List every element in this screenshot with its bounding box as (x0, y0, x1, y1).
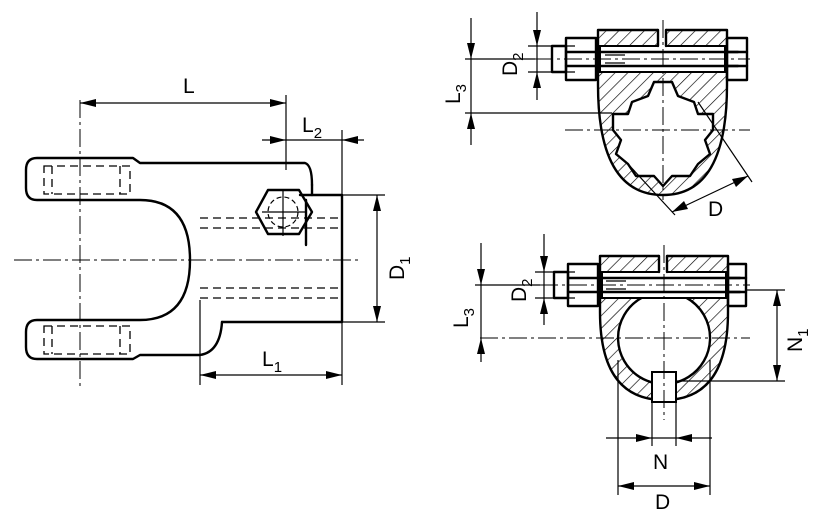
dim-L2-arrow-b (342, 136, 358, 144)
upper-ear-bore (43, 165, 131, 195)
label-N1: N1 (784, 328, 812, 352)
label-L2: L2 (302, 114, 322, 142)
label-L1: L1 (262, 348, 282, 376)
lower-ear-bore (43, 325, 131, 355)
dim-N1-arrow-bottom (773, 365, 781, 381)
dim-D2-bottom-arrow-1 (540, 256, 548, 272)
yoke-side-view: L L2 D1 L1 (14, 75, 414, 388)
round-bore-section: D2 L3 N1 N D (450, 234, 812, 514)
dim-L2-arrow-a (270, 136, 286, 144)
dim-L1-arrow-right (326, 371, 342, 379)
label-L: L (183, 75, 195, 98)
label-D-bottom: D (655, 491, 670, 514)
dim-D-top-arrow-1 (672, 201, 688, 212)
dim-D1-arrow-bottom (373, 306, 381, 322)
round-clamp-slot (659, 254, 667, 274)
label-N: N (653, 451, 668, 474)
dim-D-top-ext-2 (697, 101, 753, 183)
dim-N-arrow-left (636, 434, 652, 442)
upper-ear-outline (24, 156, 314, 262)
dim-L3-bottom-arrow-1 (477, 269, 485, 285)
dim-D2-bottom-arrow-2 (540, 298, 548, 314)
dim-D-top-ext-1 (627, 163, 676, 216)
dim-N1-arrow-top (773, 290, 781, 306)
dim-L3-top-arrow-1 (467, 43, 475, 59)
dim-D1-arrow-top (373, 195, 381, 211)
dim-D-bottom-arrow-left (618, 482, 634, 490)
dim-D-bottom-arrow-right (694, 482, 710, 490)
dim-L-arrow-right (270, 99, 286, 107)
hex-bolt-head (254, 188, 314, 236)
dim-L3-top-arrow-2 (467, 113, 475, 129)
dim-L1-arrow-left (200, 371, 216, 379)
dim-L3-bottom-arrow-2 (477, 338, 485, 354)
yoke-hub-outline (220, 193, 344, 324)
label-L3-top: L3 (442, 84, 470, 104)
label-D1: D1 (386, 256, 414, 280)
dim-D2-top-arrow-2 (533, 72, 541, 88)
label-D2-bottom: D2 (508, 278, 536, 302)
label-D-top: D (708, 198, 723, 221)
dim-N-arrow-right (676, 434, 692, 442)
splined-bore-section: D2 L3 D (442, 12, 753, 221)
label-L3-bottom: L3 (450, 308, 478, 328)
clamp-slot (658, 28, 666, 48)
dim-D-top-arrow-2 (732, 176, 748, 187)
dim-D2-top-arrow-1 (533, 30, 541, 46)
lower-ear-outline (24, 258, 224, 361)
dim-L-arrow-left (80, 99, 96, 107)
label-D2-top: D2 (499, 52, 527, 76)
